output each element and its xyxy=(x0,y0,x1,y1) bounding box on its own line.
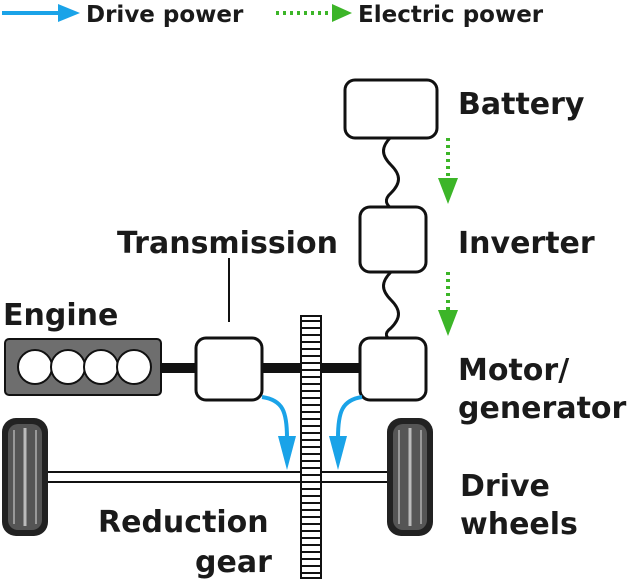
legend-drive-power-label: Drive power xyxy=(86,2,244,28)
engine-label: Engine xyxy=(3,298,118,333)
motor-generator-label-line1: Motor/ xyxy=(458,353,569,388)
reduction-gear xyxy=(300,315,322,579)
engine-cylinder-2 xyxy=(50,349,86,385)
motor-generator-label-line2: generator xyxy=(458,391,627,426)
drive-wheels-label-line1: Drive xyxy=(460,469,550,504)
transmission-label: Transmission xyxy=(117,226,338,261)
drive-arrow-motor-to-axle xyxy=(329,395,363,470)
engine-block xyxy=(4,338,162,396)
electric-arrow-battery-to-inverter xyxy=(438,138,458,204)
motor-generator-box xyxy=(358,336,428,402)
electric-arrow-inverter-to-motor xyxy=(438,272,458,336)
legend-electric-power-arrow xyxy=(276,4,352,22)
battery-box xyxy=(343,78,439,140)
legend-drive-power-arrow xyxy=(2,4,80,22)
legend-electric-power-label: Electric power xyxy=(358,2,544,28)
engine-cylinder-4 xyxy=(116,349,152,385)
engine-shaft xyxy=(160,363,198,373)
battery-label: Battery xyxy=(458,87,585,122)
inverter-label: Inverter xyxy=(458,226,595,261)
battery-inverter-cable xyxy=(382,135,400,210)
legend: Drive power Electric power xyxy=(2,2,544,28)
drive-wheel-right xyxy=(387,418,433,536)
engine-cylinder-3 xyxy=(83,349,119,385)
drive-axle xyxy=(45,471,393,483)
inverter-box xyxy=(358,205,428,274)
reduction-gear-label-line1: Reduction xyxy=(98,505,269,540)
engine-cylinder-1 xyxy=(17,349,53,385)
inverter-motor-cable xyxy=(382,270,400,342)
reduction-gear-label-line2: gear xyxy=(195,545,272,580)
drive-wheel-left xyxy=(2,418,48,536)
transmission-box xyxy=(194,336,264,402)
drive-wheels-label-line2: wheels xyxy=(460,507,578,542)
drive-arrow-transmission-to-axle xyxy=(261,395,296,470)
